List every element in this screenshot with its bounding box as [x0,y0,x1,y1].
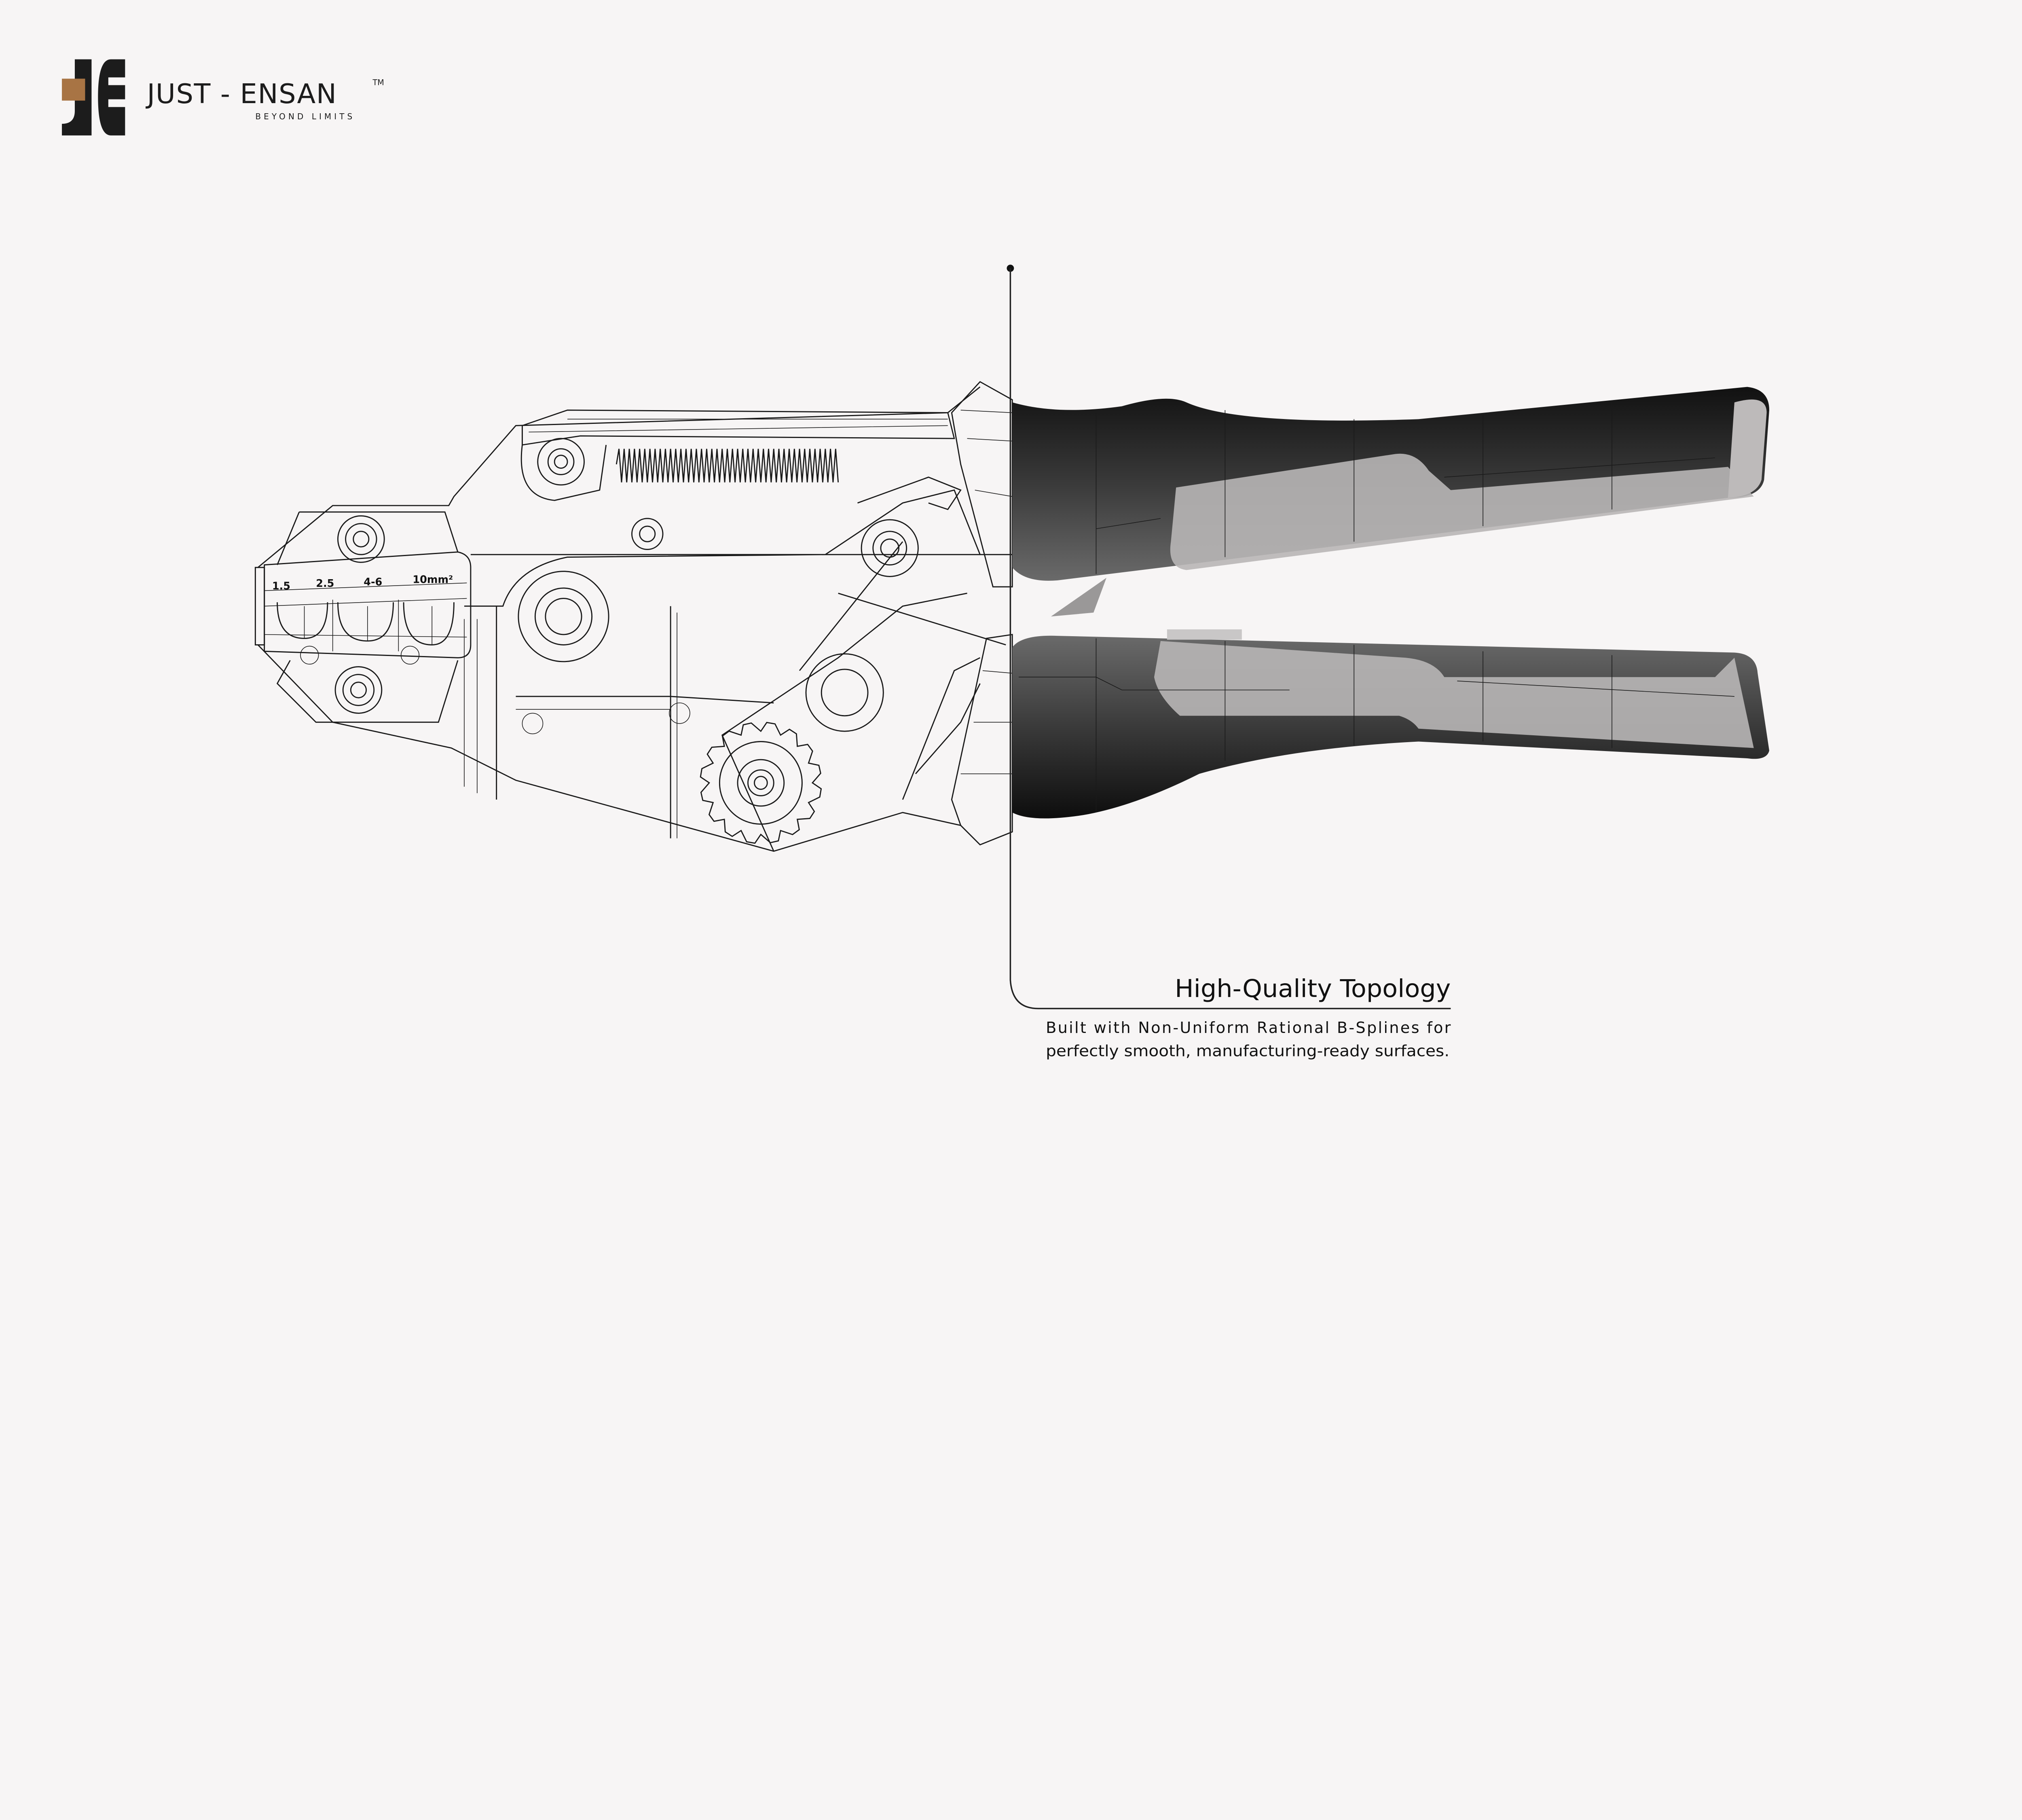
die-label: 10mm² [412,574,453,586]
brand-name: JUST - ENSAN [146,78,337,110]
die-label: 1.5 [272,580,290,592]
logo-accent-square [62,78,85,101]
brand-logo: JUST - ENSAN TM BEYOND LIMITS [62,59,384,135]
callout-body-line: perfectly smooth, manufacturing-ready su… [1046,1042,1449,1060]
crimper-wireframe-head: 1.5 2.5 4-6 10mm² [254,381,1013,852]
brand-tagline: BEYOND LIMITS [255,112,355,121]
handle-tab [1167,629,1242,640]
lower-handle [1012,629,1769,819]
die-labels: 1.5 2.5 4-6 10mm² [272,574,453,592]
callout-title: High-Quality Topology [1175,975,1451,1003]
callout: High-Quality Topology Built with Non-Uni… [1007,265,1451,1060]
die-label: 2.5 [316,578,334,590]
ratchet-gear [700,722,822,844]
brand-trademark: TM [372,78,384,87]
jaw-shadow [1051,578,1106,617]
die-label: 4-6 [364,576,382,588]
logo-mark-icon [62,59,125,135]
spring [615,449,839,483]
product-illustration-canvas: JUST - ENSAN TM BEYOND LIMITS 1.5 2.5 4-… [62,59,1769,1060]
callout-body-line: Built with Non-Uniform Rational B-Spline… [1046,1019,1451,1037]
upper-handle [1012,387,1769,581]
callout-leader-line [1009,268,1451,1009]
